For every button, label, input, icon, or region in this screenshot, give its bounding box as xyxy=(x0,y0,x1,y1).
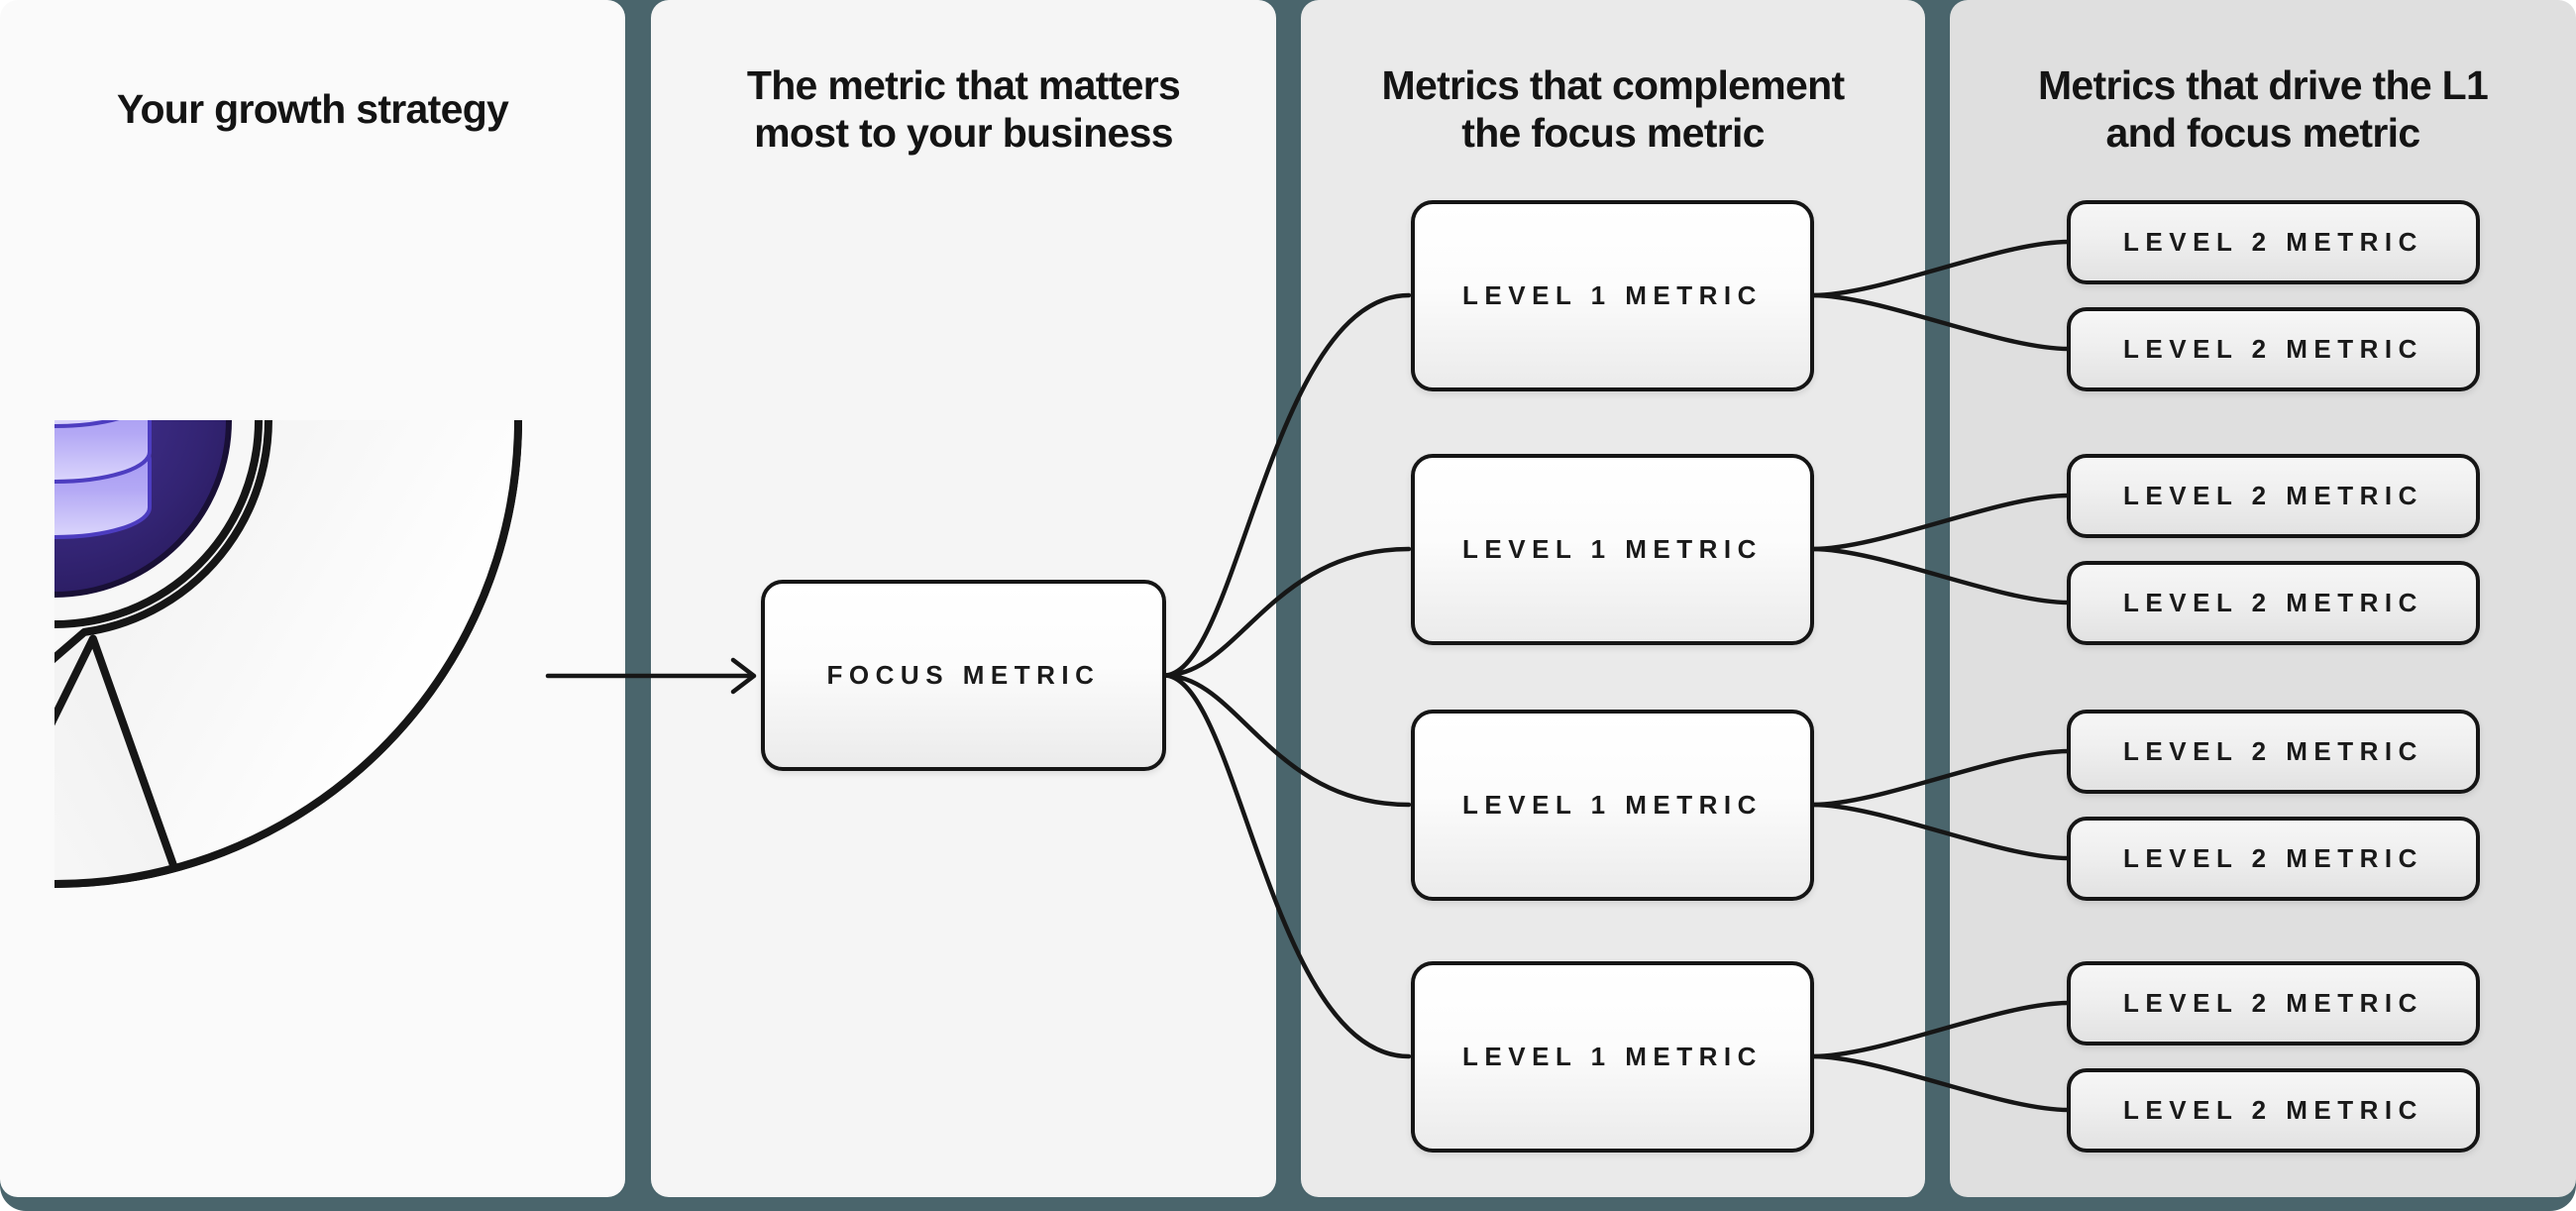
level2-metric-box: LEVEL 2 METRIC xyxy=(2067,306,2480,391)
level2-metric-label: LEVEL 2 METRIC xyxy=(2123,226,2423,257)
level2-metric-box: LEVEL 2 METRIC xyxy=(2067,1067,2480,1153)
level2-metric-box: LEVEL 2 METRIC xyxy=(2067,453,2480,538)
level1-metric-label: LEVEL 1 METRIC xyxy=(1462,1041,1763,1071)
level1-metric-box: LEVEL 1 METRIC xyxy=(1411,960,1814,1153)
database-icon xyxy=(54,420,152,539)
column-title-level1-metrics: Metrics that complement the focus metric xyxy=(1381,62,1846,156)
level2-metric-label: LEVEL 2 METRIC xyxy=(2123,735,2423,766)
arrowhead-strategy-to-focus xyxy=(730,657,757,695)
level2-metric-label: LEVEL 2 METRIC xyxy=(2123,1094,2423,1125)
level1-metric-label: LEVEL 1 METRIC xyxy=(1462,789,1763,820)
column-title-level2-metrics: Metrics that drive the L1 and focus metr… xyxy=(2037,62,2489,156)
column-title-growth-strategy: Your growth strategy xyxy=(116,86,509,132)
level2-metric-label: LEVEL 2 METRIC xyxy=(2123,333,2423,364)
level1-metric-box: LEVEL 1 METRIC xyxy=(1411,199,1814,391)
level2-metric-box: LEVEL 2 METRIC xyxy=(2067,560,2480,645)
connector-l1-1-to-l2-3 xyxy=(1809,546,2072,606)
connector-focus-to-l1-2 xyxy=(1161,673,1412,808)
level2-metric-label: LEVEL 2 METRIC xyxy=(2123,842,2423,873)
connector-focus-to-l1-3 xyxy=(1161,673,1412,1059)
focus-metric-box: FOCUS METRIC xyxy=(761,580,1166,771)
connector-l1-3-to-l2-7 xyxy=(1809,1053,2072,1113)
focus-metric-label: FOCUS METRIC xyxy=(826,660,1101,690)
level2-metric-box: LEVEL 2 METRIC xyxy=(2067,960,2480,1046)
connector-l1-2-to-l2-5 xyxy=(1809,802,2072,861)
connector-focus-to-l1-1 xyxy=(1161,546,1412,678)
column-title-focus-metric: The metric that matters most to your bus… xyxy=(746,62,1181,156)
connector-l1-3-to-l2-6 xyxy=(1809,1000,2072,1059)
level1-metric-box: LEVEL 1 METRIC xyxy=(1411,709,1814,901)
level2-metric-label: LEVEL 2 METRIC xyxy=(2123,480,2423,510)
level2-metric-label: LEVEL 2 METRIC xyxy=(2123,987,2423,1018)
connector-l1-0-to-l2-1 xyxy=(1809,292,2072,352)
flywheel-illustration xyxy=(54,420,522,888)
level2-metric-label: LEVEL 2 METRIC xyxy=(2123,587,2423,617)
level2-metric-box: LEVEL 2 METRIC xyxy=(2067,199,2480,284)
connector-l1-0-to-l2-0 xyxy=(1809,239,2072,298)
connector-focus-to-l1-0 xyxy=(1161,292,1412,678)
flywheel-group xyxy=(54,420,522,888)
level1-metric-label: LEVEL 1 METRIC xyxy=(1462,533,1763,564)
connector-l1-1-to-l2-2 xyxy=(1809,493,2072,552)
connector-l1-2-to-l2-4 xyxy=(1809,748,2072,808)
level2-metric-box: LEVEL 2 METRIC xyxy=(2067,816,2480,901)
level2-metric-box: LEVEL 2 METRIC xyxy=(2067,709,2480,794)
flywheel-blades xyxy=(54,420,522,888)
level1-metric-box: LEVEL 1 METRIC xyxy=(1411,453,1814,645)
level1-metric-label: LEVEL 1 METRIC xyxy=(1462,279,1763,310)
